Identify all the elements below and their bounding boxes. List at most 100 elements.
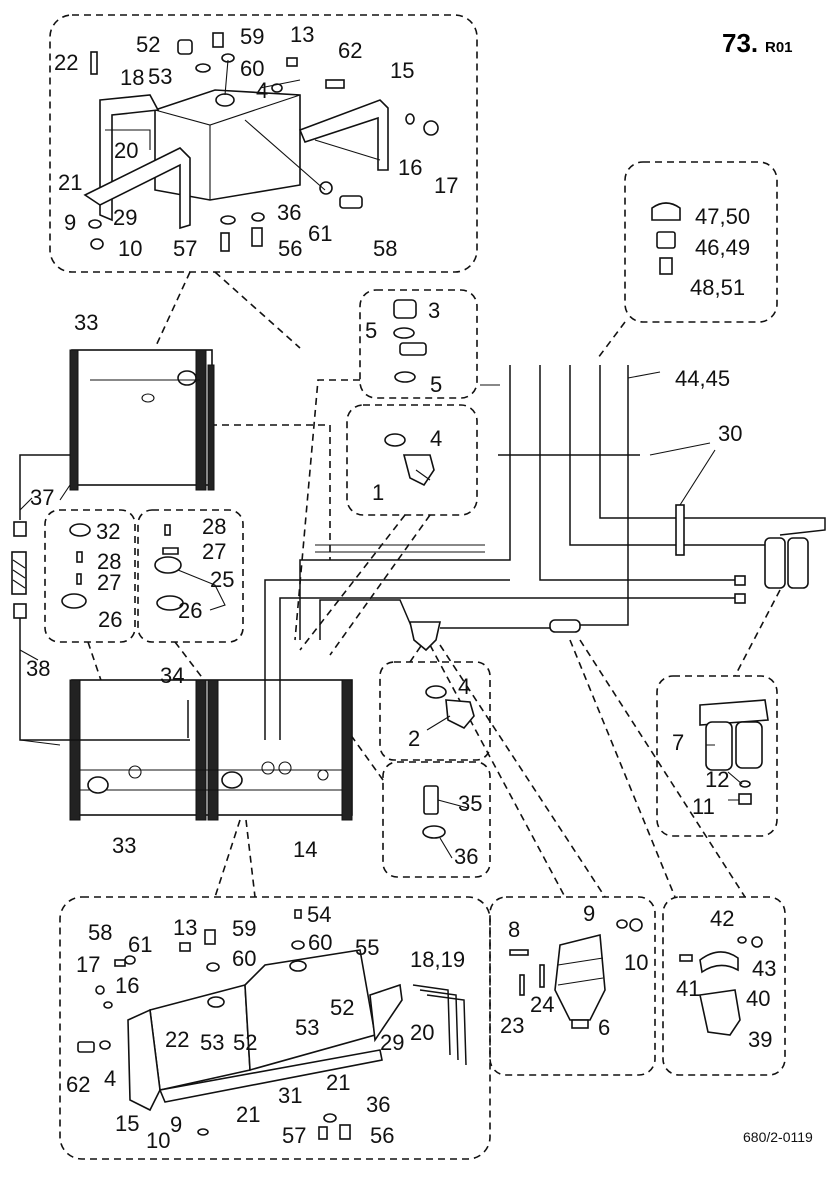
tank-bracket-left (99, 94, 160, 222)
drain-plug-set (393, 299, 427, 383)
callout-13-bottom: 13 (173, 915, 197, 940)
callout-29-top: 29 (113, 205, 137, 230)
washer-4 (271, 83, 283, 93)
tank-bracket-15 (127, 1008, 161, 1112)
plug-58 (339, 195, 363, 209)
screw-24 (539, 964, 545, 988)
callout-20-top: 20 (114, 138, 138, 163)
seal-26b (156, 595, 184, 611)
callout-26-left: 26 (98, 607, 122, 632)
sensor-2-body (445, 699, 475, 729)
bolt-13-b (179, 942, 191, 952)
connector-a (734, 575, 746, 586)
callout-9-bottom: 9 (170, 1112, 182, 1137)
bolt-59 (212, 32, 224, 48)
cap-32 (69, 523, 91, 537)
callout-7: 7 (672, 730, 684, 755)
upper-tank-frame (71, 349, 213, 486)
callout-4-bottom: 4 (104, 1066, 116, 1091)
callout-39: 39 (748, 1027, 772, 1052)
drain-screw-11 (738, 793, 752, 805)
page-revision: R01 (765, 39, 793, 56)
nut-10-c (629, 918, 643, 932)
callout-32: 32 (96, 519, 120, 544)
page-number: 73. (722, 28, 758, 58)
plug-58-b (114, 959, 126, 967)
callout-2: 2 (408, 726, 420, 751)
detail-boxes (44, 14, 786, 1160)
callout-10-bottom: 10 (146, 1128, 170, 1153)
callout-labels: 22 18 52 53 59 60 13 62 4 15 20 21 29 16… (26, 22, 776, 1153)
callout-6: 6 (598, 1015, 610, 1040)
connector-b (734, 593, 746, 604)
callout-15-top: 15 (390, 58, 414, 83)
callout-59-bottom: 59 (232, 916, 256, 941)
detail-box-cap-left (44, 509, 136, 643)
washer-4-b (99, 1040, 111, 1050)
callout-24: 24 (530, 992, 554, 1017)
sensor-1-body (402, 454, 435, 487)
bolt-35-set (422, 785, 446, 839)
callout-14: 14 (293, 837, 317, 862)
screw-set (651, 202, 681, 275)
callout-34: 34 (160, 663, 184, 688)
callout-48-51: 48,51 (690, 275, 745, 300)
callout-30: 30 (718, 421, 742, 446)
tank-support-strap (83, 147, 191, 230)
screw-8 (509, 949, 529, 956)
washer-42 (737, 936, 747, 944)
nut-52 (177, 39, 193, 55)
detail-box-sensor-1 (346, 404, 478, 516)
bolt-57-b (318, 1126, 328, 1140)
filter-cartridge-7a (705, 721, 733, 771)
callout-13-top: 13 (290, 22, 314, 47)
callout-60-bottom-a: 60 (232, 946, 256, 971)
callout-12: 12 (705, 767, 729, 792)
callout-10-top: 10 (118, 236, 142, 261)
top-tank-assembly (83, 32, 439, 252)
callout-54: 54 (307, 902, 331, 927)
callout-27-left: 27 (97, 570, 121, 595)
callout-4-sensor2: 4 (458, 674, 470, 699)
pin-27b (162, 547, 179, 555)
clamp-assembly (679, 936, 763, 1036)
callout-52-bottom-r: 52 (330, 995, 354, 1020)
callout-9-pump: 9 (583, 901, 595, 926)
filter-head-7 (699, 699, 769, 726)
hose-coupling-lower (13, 603, 27, 619)
callout-58-bottom: 58 (88, 920, 112, 945)
callout-57-bottom: 57 (282, 1123, 306, 1148)
washer-36b-top (251, 212, 265, 222)
valve-39 (699, 989, 741, 1036)
callout-60-bottom-b: 60 (308, 930, 332, 955)
cap-right-set (154, 524, 226, 611)
callout-3: 3 (428, 298, 440, 323)
washer-60-c (291, 940, 305, 950)
callout-36-bolt: 36 (454, 844, 478, 869)
leader-lines (19, 371, 743, 859)
callout-28-right: 28 (202, 514, 226, 539)
cap-screw-47 (651, 202, 681, 221)
callout-17-bottom: 17 (76, 952, 100, 977)
callout-36-top: 36 (277, 200, 301, 225)
callout-18-top: 18 (120, 65, 144, 90)
nut-10-b (197, 1128, 209, 1136)
callout-40: 40 (746, 986, 770, 1011)
callout-29-bottom: 29 (380, 1030, 404, 1055)
callout-10-pump: 10 (624, 950, 648, 975)
callout-15-bottom: 15 (115, 1111, 139, 1136)
fuel-lines (11, 365, 826, 741)
callout-17-top: 17 (434, 173, 458, 198)
bolt-22 (90, 51, 98, 75)
callout-33-upper: 33 (74, 310, 98, 335)
callout-62-top: 62 (338, 38, 362, 63)
detail-box-cap-right (137, 509, 244, 643)
bottom-tanks-assembly (77, 909, 467, 1140)
seal-ring-5b (394, 371, 416, 383)
nut-43 (751, 936, 763, 948)
filter-cartridge-7b (735, 721, 763, 769)
callout-25: 25 (210, 567, 234, 592)
plug-62-b (77, 1041, 95, 1053)
screw-48 (659, 257, 673, 275)
